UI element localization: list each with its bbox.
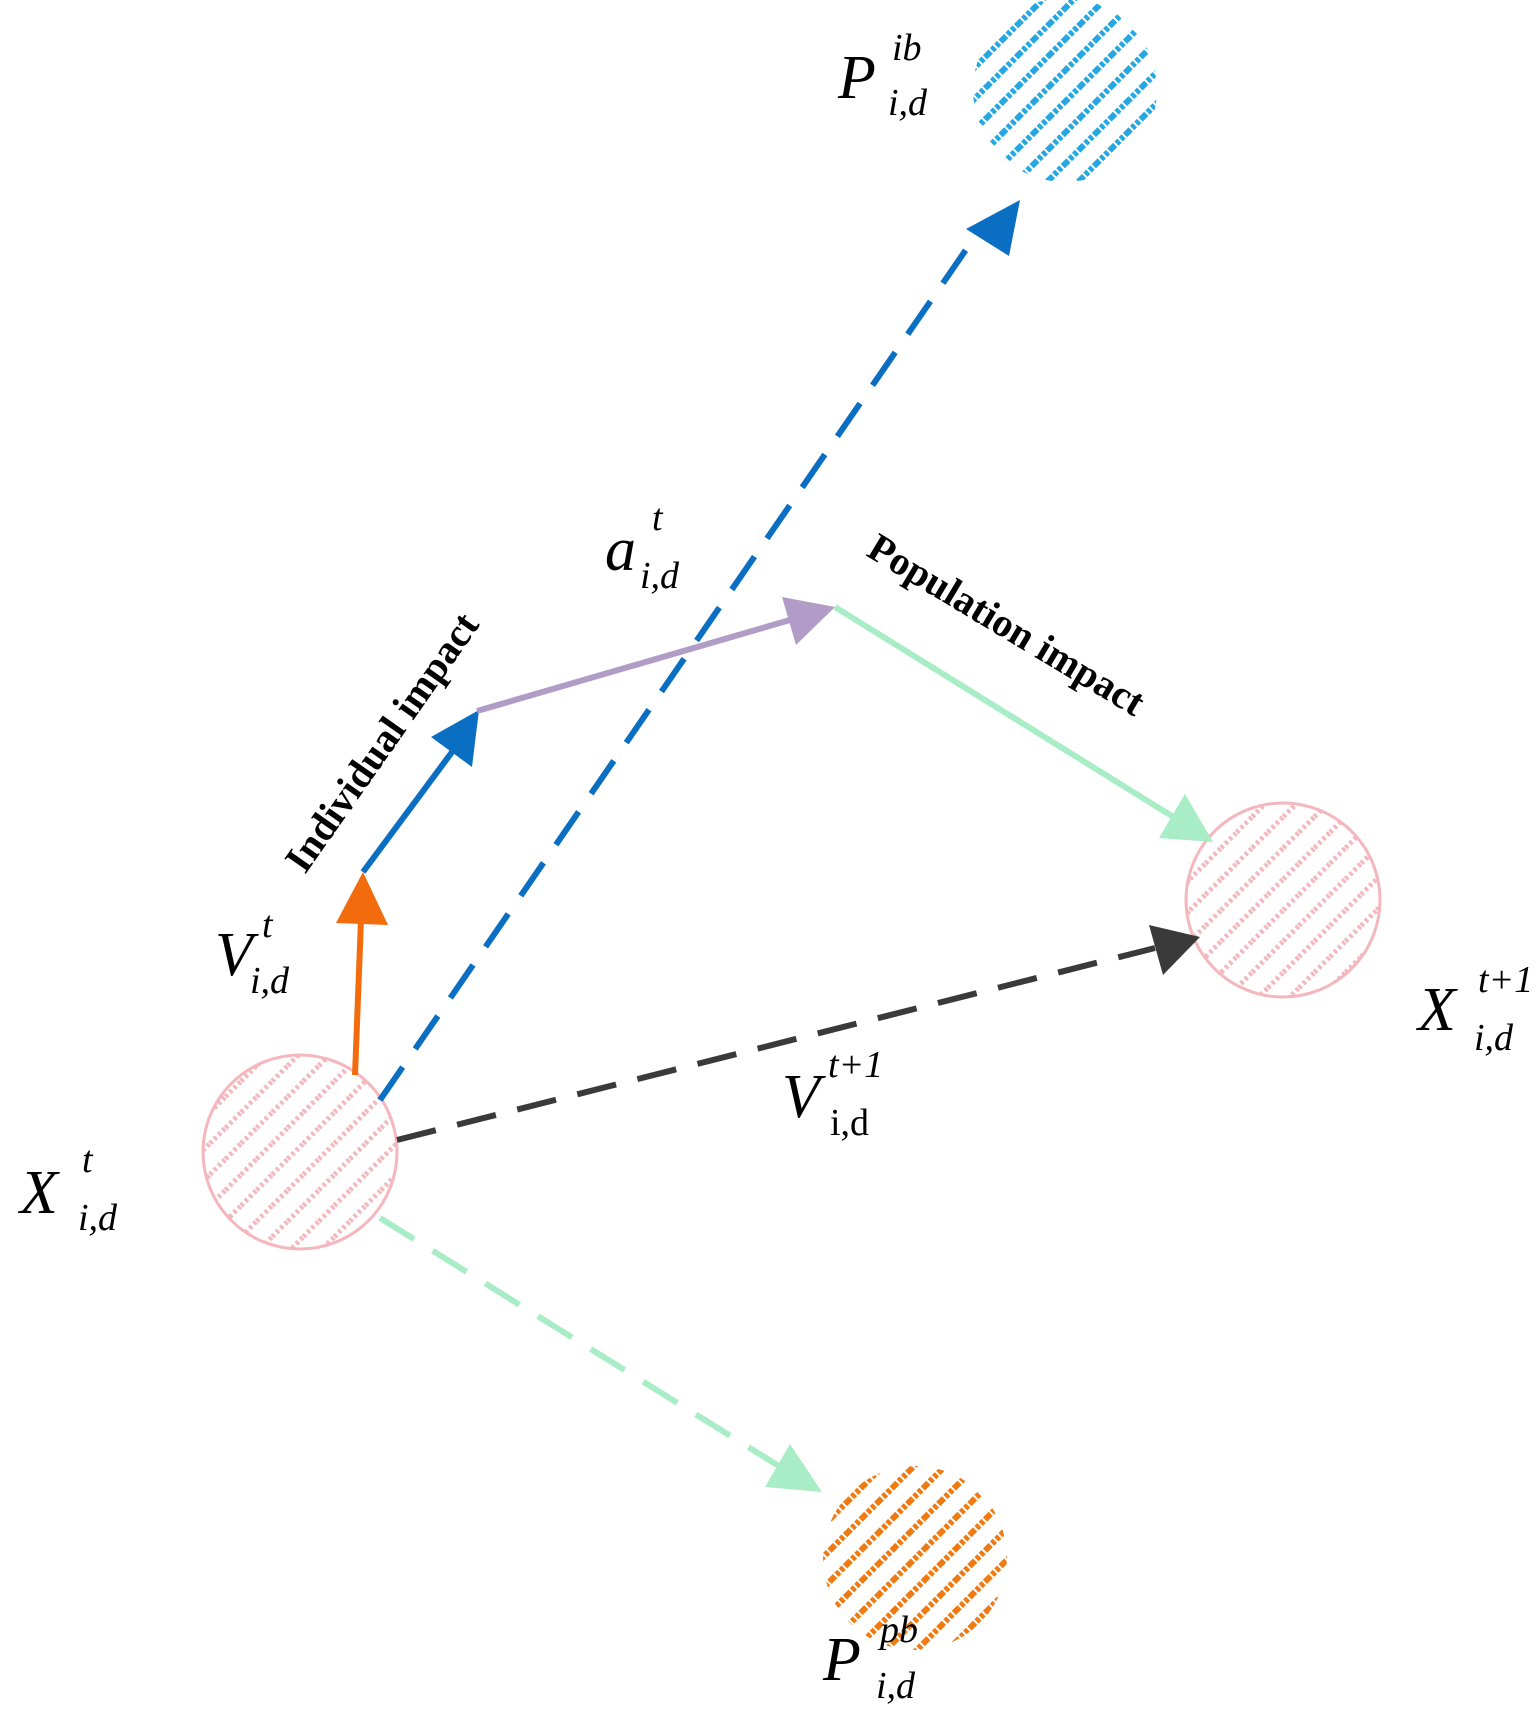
label-a-t-sup: t — [652, 497, 664, 539]
label-p-ib-sub: i,d — [888, 82, 928, 124]
label-x-t: X — [17, 1159, 60, 1227]
label-p-ib-sup: ib — [892, 27, 922, 69]
next-position-node — [1184, 801, 1382, 999]
label-a-t: a — [605, 516, 636, 584]
individual-best-direction-arrow — [377, 200, 1020, 1102]
label-p-ib: P — [837, 44, 876, 112]
new-velocity-arrow — [396, 925, 1200, 1143]
label-v-t1-sup: t+1 — [828, 1044, 883, 1086]
label-a-t-sub: i,d — [640, 555, 680, 597]
label-v-t1: V — [782, 1063, 826, 1131]
individual-impact-arrow — [360, 710, 479, 874]
population-best-direction-arrow — [378, 1215, 822, 1492]
label-v-t1-sub: i,d — [830, 1102, 869, 1144]
velocity-arrow — [336, 872, 388, 1076]
label-x-t1-sub: i,d — [1474, 1017, 1514, 1059]
population-impact-arrow — [833, 604, 1213, 842]
label-v-t: V — [215, 921, 259, 989]
label-v-t-sup: t — [262, 904, 274, 946]
acceleration-arrow — [476, 597, 835, 714]
label-x-t1: X — [1415, 976, 1458, 1044]
individual-best-node — [973, 0, 1157, 182]
label-p-pb: P — [822, 1626, 861, 1694]
label-p-pb-sup: pb — [877, 1609, 918, 1651]
label-x-t1-sup: t+1 — [1478, 959, 1533, 1001]
label-p-pb-sub: i,d — [876, 1665, 916, 1707]
label-x-t-sub: i,d — [78, 1197, 118, 1239]
population-impact-caption: Population impact — [860, 524, 1153, 725]
label-x-t-sup: t — [82, 1139, 94, 1181]
population-best-node — [823, 1466, 1007, 1650]
current-position-node — [201, 1053, 399, 1251]
label-v-t-sub: i,d — [250, 960, 290, 1002]
